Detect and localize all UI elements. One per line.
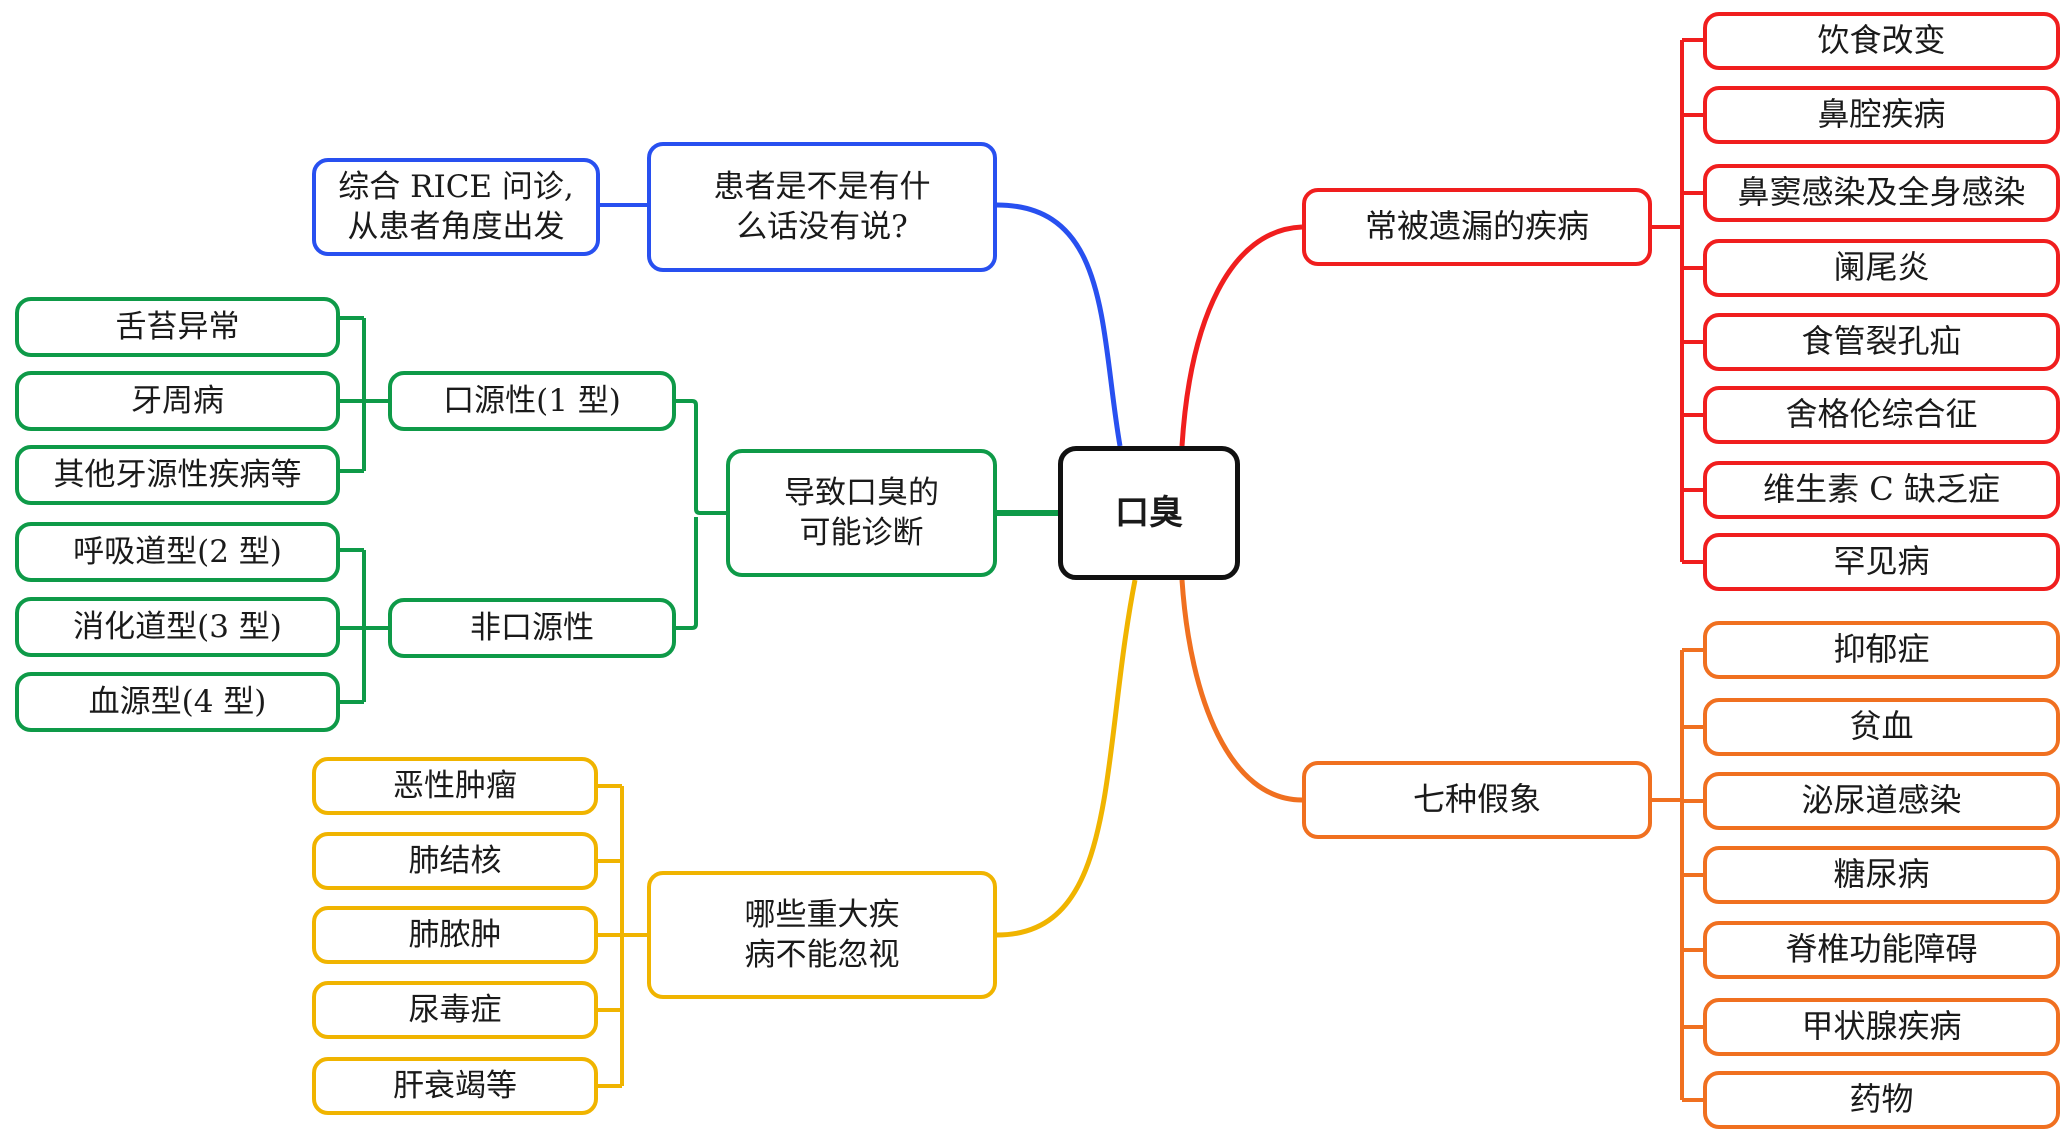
- orange-child-node[interactable]: 糖尿病: [1703, 846, 2060, 904]
- red-child-node[interactable]: 阑尾炎: [1703, 239, 2060, 297]
- oral-child-label: 舌苔异常: [115, 308, 240, 345]
- link-yellow-tree: [598, 784, 647, 1088]
- oral-type-node[interactable]: 口源性(1 型): [388, 371, 676, 431]
- yellow-child-label: 肺结核: [408, 842, 502, 879]
- orange-child-node[interactable]: 泌尿道感染: [1703, 772, 2060, 830]
- orange-child-label: 甲状腺疾病: [1801, 1007, 1962, 1046]
- blue-branch-node[interactable]: 患者是不是有什 么话没有说?: [647, 142, 997, 272]
- yellow-child-label: 恶性肿瘤: [393, 767, 517, 804]
- orange-child-node[interactable]: 抑郁症: [1703, 621, 2060, 679]
- red-child-label: 饮食改变: [1817, 21, 1946, 60]
- root-node[interactable]: 口臭: [1058, 446, 1240, 580]
- non-oral-type-label: 非口源性: [470, 609, 594, 646]
- oral-child-node[interactable]: 舌苔异常: [15, 297, 340, 357]
- red-child-node[interactable]: 维生素 C 缺乏症: [1703, 461, 2060, 519]
- blue-child-label: 综合 RICE 问诊, 从患者角度出发: [338, 168, 574, 245]
- orange-child-node[interactable]: 贫血: [1703, 698, 2060, 756]
- oral-child-label: 牙周病: [131, 382, 224, 419]
- non-oral-child-label: 消化道型(3 型): [73, 608, 282, 645]
- orange-child-label: 药物: [1849, 1080, 1914, 1119]
- yellow-child-node[interactable]: 肝衰竭等: [312, 1057, 598, 1115]
- yellow-child-node[interactable]: 尿毒症: [312, 981, 598, 1039]
- orange-child-node[interactable]: 药物: [1703, 1071, 2060, 1129]
- yellow-child-node[interactable]: 恶性肿瘤: [312, 757, 598, 815]
- link-red-tree: [1652, 38, 1703, 564]
- red-child-node[interactable]: 舍格伦综合征: [1703, 386, 2060, 444]
- orange-child-node[interactable]: 脊椎功能障碍: [1703, 921, 2060, 979]
- non-oral-child-node[interactable]: 血源型(4 型): [15, 672, 340, 732]
- blue-branch-label: 患者是不是有什 么话没有说?: [713, 168, 931, 245]
- non-oral-type-node[interactable]: 非口源性: [388, 598, 676, 658]
- orange-child-label: 抑郁症: [1833, 630, 1930, 669]
- orange-child-node[interactable]: 甲状腺疾病: [1703, 998, 2060, 1056]
- yellow-branch-node[interactable]: 哪些重大疾 病不能忽视: [647, 871, 997, 999]
- red-child-label: 鼻窦感染及全身感染: [1737, 173, 2026, 212]
- red-child-label: 舍格伦综合征: [1785, 395, 1978, 434]
- orange-child-label: 泌尿道感染: [1801, 781, 1962, 820]
- link-root-orange: [1179, 579, 1303, 803]
- red-child-node[interactable]: 饮食改变: [1703, 12, 2060, 70]
- orange-child-label: 贫血: [1849, 707, 1914, 746]
- red-child-node[interactable]: 罕见病: [1703, 533, 2060, 591]
- orange-child-label: 脊椎功能障碍: [1785, 930, 1978, 969]
- link-green-nonoral: [340, 548, 388, 704]
- red-child-node[interactable]: 鼻腔疾病: [1703, 86, 2060, 144]
- link-root-red: [1179, 224, 1303, 447]
- non-oral-child-node[interactable]: 消化道型(3 型): [15, 597, 340, 657]
- red-child-label: 食管裂孔疝: [1801, 322, 1962, 361]
- link-root-blue: [996, 202, 1123, 447]
- red-child-label: 罕见病: [1833, 542, 1930, 581]
- oral-type-label: 口源性(1 型): [443, 382, 621, 419]
- yellow-child-label: 肝衰竭等: [393, 1067, 517, 1104]
- green-branch-node[interactable]: 导致口臭的 可能诊断: [726, 449, 997, 577]
- red-child-label: 鼻腔疾病: [1817, 95, 1946, 134]
- non-oral-child-label: 呼吸道型(2 型): [73, 533, 282, 570]
- yellow-child-node[interactable]: 肺脓肿: [312, 906, 598, 964]
- non-oral-child-node[interactable]: 呼吸道型(2 型): [15, 522, 340, 582]
- link-green-main: [676, 399, 726, 630]
- link-orange-tree: [1652, 648, 1703, 1102]
- red-child-node[interactable]: 鼻窦感染及全身感染: [1703, 164, 2060, 222]
- root-label: 口臭: [1115, 492, 1183, 533]
- oral-child-node[interactable]: 牙周病: [15, 371, 340, 431]
- red-child-label: 维生素 C 缺乏症: [1763, 470, 2000, 509]
- yellow-child-label: 尿毒症: [408, 991, 502, 1028]
- blue-child-node[interactable]: 综合 RICE 问诊, 从患者角度出发: [312, 158, 600, 256]
- orange-child-label: 糖尿病: [1833, 855, 1930, 894]
- green-branch-label: 导致口臭的 可能诊断: [784, 474, 939, 551]
- red-child-label: 阑尾炎: [1833, 248, 1930, 287]
- yellow-child-label: 肺脓肿: [408, 916, 502, 953]
- yellow-branch-label: 哪些重大疾 病不能忽视: [744, 896, 900, 973]
- red-branch-label: 常被遗漏的疾病: [1364, 207, 1589, 246]
- link-green-oral: [340, 316, 388, 473]
- oral-child-node[interactable]: 其他牙源性疾病等: [15, 445, 340, 505]
- yellow-child-node[interactable]: 肺结核: [312, 832, 598, 890]
- non-oral-child-label: 血源型(4 型): [88, 683, 267, 720]
- orange-branch-node[interactable]: 七种假象: [1302, 761, 1652, 839]
- oral-child-label: 其他牙源性疾病等: [53, 456, 302, 493]
- link-root-yellow: [996, 579, 1138, 938]
- red-branch-node[interactable]: 常被遗漏的疾病: [1302, 188, 1652, 266]
- orange-branch-label: 七种假象: [1412, 780, 1541, 819]
- red-child-node[interactable]: 食管裂孔疝: [1703, 313, 2060, 371]
